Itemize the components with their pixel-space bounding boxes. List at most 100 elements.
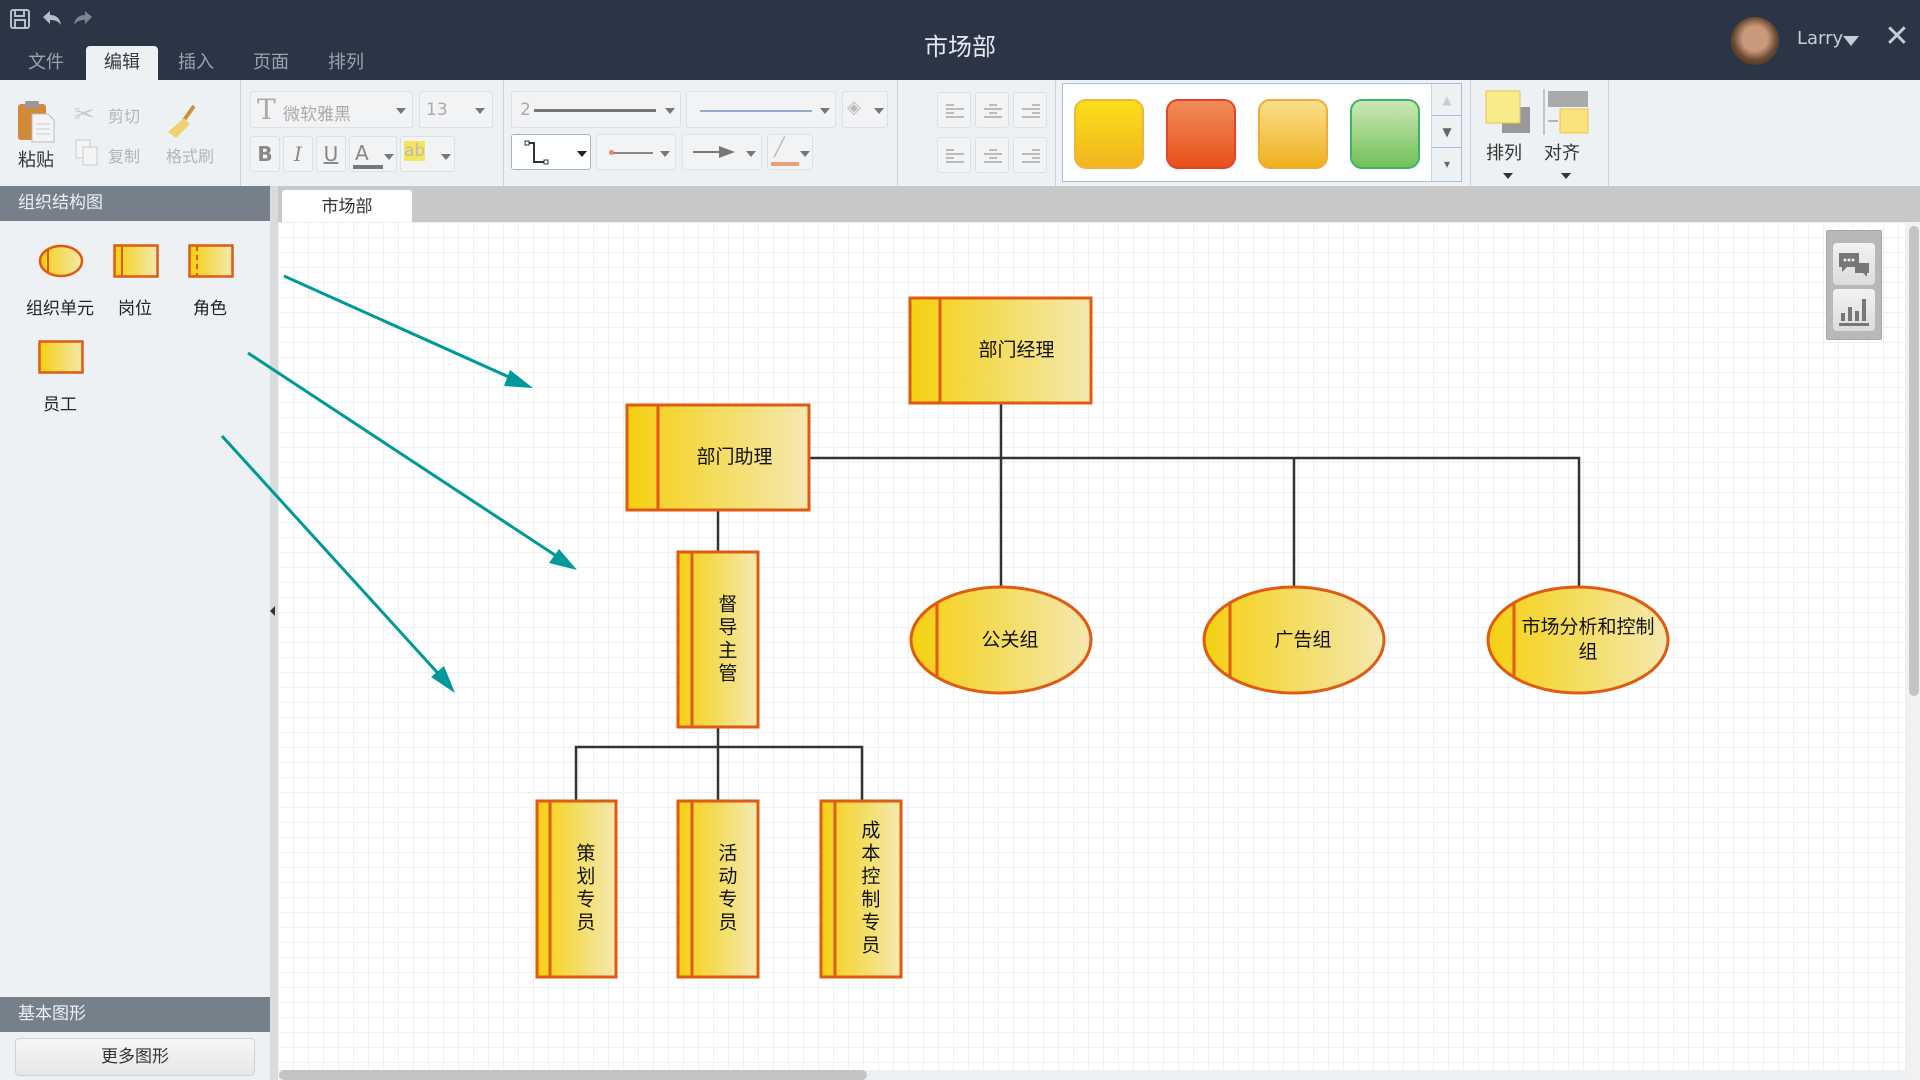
menu-tab-insert[interactable]: 插入 — [178, 52, 214, 73]
style-swatch-light-orange[interactable] — [1258, 99, 1328, 169]
line-color-select[interactable] — [686, 91, 836, 128]
line-end-select[interactable] — [682, 134, 762, 170]
cut-button[interactable]: 剪切 — [108, 107, 141, 126]
org-unit-ellipse-icon — [38, 244, 84, 278]
align-bottom-center-button[interactable] — [1013, 137, 1047, 173]
align-top-right-button[interactable] — [1013, 92, 1047, 128]
arrow-head — [431, 666, 455, 693]
shape-role[interactable]: 角色 — [170, 238, 250, 319]
annotation-arrow[interactable] — [247, 351, 565, 563]
shape-employee[interactable]: 员工 — [20, 334, 100, 415]
menu-tab-file[interactable]: 文件 — [28, 52, 64, 73]
format-painter-icon[interactable] — [166, 102, 200, 142]
highlight-button[interactable]: ab — [400, 136, 455, 172]
user-menu-caret-icon[interactable] — [1843, 36, 1859, 46]
line-color-preview — [700, 110, 812, 112]
italic-button[interactable]: I — [283, 136, 313, 172]
text-t-icon: T — [257, 93, 276, 126]
chevron-down-icon — [384, 154, 394, 160]
font-color-swatch — [353, 165, 383, 169]
bold-button[interactable]: B — [250, 136, 280, 172]
gallery-scroll-up-icon[interactable]: ▲ — [1432, 84, 1462, 116]
node-planner[interactable] — [535, 799, 618, 979]
align-middle-left-button[interactable] — [937, 137, 971, 173]
undo-icon[interactable] — [40, 8, 64, 32]
node-assistant[interactable] — [625, 403, 811, 512]
style-swatch-orange-red[interactable] — [1166, 99, 1236, 169]
cut-icon[interactable]: ✂ — [74, 100, 95, 128]
align-top-left-icon — [946, 104, 964, 118]
arrange-label: 排列 — [1486, 143, 1522, 164]
node-manager[interactable] — [908, 296, 1093, 405]
close-icon[interactable]: ✕ — [1884, 19, 1910, 54]
shape-library-sidebar: 组织结构图 组织单元 岗位 角色 员工 基本图形 — [0, 186, 270, 1080]
annotation-arrow[interactable] — [220, 434, 447, 683]
line-color-button[interactable]: ╱ — [767, 134, 813, 170]
user-name[interactable]: Larry — [1797, 28, 1844, 49]
node-supervisor[interactable] — [676, 550, 760, 729]
font-family-select[interactable]: T 微软雅黑 — [250, 91, 413, 128]
format-painter-button[interactable]: 格式刷 — [166, 147, 215, 166]
page-tab[interactable]: 市场部 — [282, 190, 412, 223]
chevron-down-icon — [665, 108, 675, 114]
arrange-button[interactable]: 排列 — [1484, 89, 1532, 179]
pen-icon: ╱ — [774, 137, 785, 158]
style-swatch-green[interactable] — [1350, 99, 1420, 169]
connector-type-select[interactable] — [511, 134, 591, 170]
horizontal-scrollbar-thumb[interactable] — [279, 1070, 867, 1080]
line-color-swatch — [771, 162, 799, 166]
save-icon[interactable] — [8, 8, 32, 32]
node-event-specialist[interactable] — [676, 799, 760, 979]
statistics-button[interactable] — [1833, 289, 1875, 331]
sidebar-splitter[interactable] — [270, 186, 278, 1080]
comments-button[interactable] — [1833, 243, 1875, 285]
fill-color-button[interactable]: ◈ — [842, 91, 888, 128]
font-color-value: A — [355, 141, 369, 165]
underline-button[interactable]: U — [316, 136, 346, 172]
annotation-arrows — [220, 274, 577, 693]
gallery-scroll-down-icon[interactable]: ▼ — [1432, 116, 1462, 148]
line-start-select[interactable] — [596, 134, 676, 170]
shape-org-unit[interactable]: 组织单元 — [20, 238, 100, 319]
node-analysis-group[interactable] — [1486, 585, 1670, 695]
menu-tab-edit[interactable]: 编辑 — [86, 46, 158, 80]
paste-icon[interactable] — [16, 100, 56, 144]
annotation-arrow[interactable] — [283, 274, 521, 384]
style-swatch-yellow[interactable] — [1074, 99, 1144, 169]
align-button[interactable]: 对齐 — [1542, 89, 1590, 179]
role-rect-icon — [188, 244, 234, 278]
menu-tab-arrange[interactable]: 排列 — [328, 52, 364, 73]
node-pr-group[interactable] — [909, 585, 1093, 695]
font-color-button[interactable]: A — [349, 136, 397, 172]
paste-button[interactable]: 粘贴 — [18, 150, 54, 171]
gallery-expand-icon[interactable]: ▾ — [1443, 157, 1451, 171]
vertical-scrollbar-thumb[interactable] — [1909, 226, 1919, 696]
redo-icon[interactable] — [71, 8, 95, 32]
user-avatar[interactable] — [1731, 17, 1779, 65]
chevron-down-icon — [441, 154, 451, 160]
chevron-down-icon — [577, 151, 587, 157]
connector-line[interactable] — [574, 745, 864, 801]
node-ad-group[interactable] — [1202, 585, 1386, 695]
align-middle-center-button[interactable] — [975, 137, 1009, 173]
section-header-org-chart[interactable]: 组织结构图 — [0, 186, 270, 221]
menu-tab-page[interactable]: 页面 — [253, 52, 289, 73]
align-top-left-button[interactable] — [937, 92, 971, 128]
section-header-basic-shapes[interactable]: 基本图形 — [0, 997, 270, 1032]
node-cost-control[interactable] — [819, 799, 903, 979]
line-width-select[interactable]: 2 — [511, 91, 681, 128]
copy-button[interactable]: 复制 — [108, 147, 141, 166]
align-top-right-icon — [1022, 104, 1040, 118]
ribbon-toolbar: 粘贴 ✂ 剪切 复制 格式刷 T 微软雅黑 13 B I U A ab 2 — [0, 80, 1920, 186]
collapse-sidebar-icon[interactable] — [270, 606, 275, 616]
align-bottom-center-icon — [1022, 149, 1040, 163]
more-shapes-button[interactable]: 更多图形 — [15, 1038, 255, 1076]
align-top-center-button[interactable] — [975, 92, 1009, 128]
align-middle-center-icon — [984, 149, 1002, 163]
separator — [897, 80, 898, 186]
connector-line[interactable] — [809, 456, 1581, 587]
copy-icon[interactable] — [74, 138, 100, 168]
font-size-select[interactable]: 13 — [419, 91, 493, 128]
chevron-down-icon — [660, 151, 670, 157]
shape-position[interactable]: 岗位 — [95, 238, 175, 319]
